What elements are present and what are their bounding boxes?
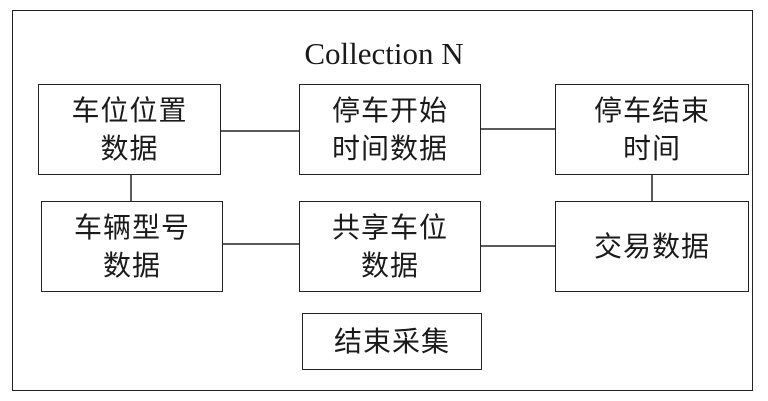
box-vehicle-model-data: 车辆型号 数据 [41, 201, 223, 292]
box-parking-start-time-data: 停车开始 时间数据 [299, 84, 481, 175]
box-shared-parking-data: 共享车位 数据 [299, 201, 481, 292]
box-parking-end-time: 停车结束 时间 [555, 84, 749, 175]
box-transaction-data: 交易数据 [555, 201, 749, 292]
diagram-title: Collection N [304, 36, 464, 71]
collection-frame [12, 10, 753, 391]
box-parking-location-data: 车位位置 数据 [38, 84, 221, 175]
box-end-collection: 结束采集 [302, 313, 482, 370]
